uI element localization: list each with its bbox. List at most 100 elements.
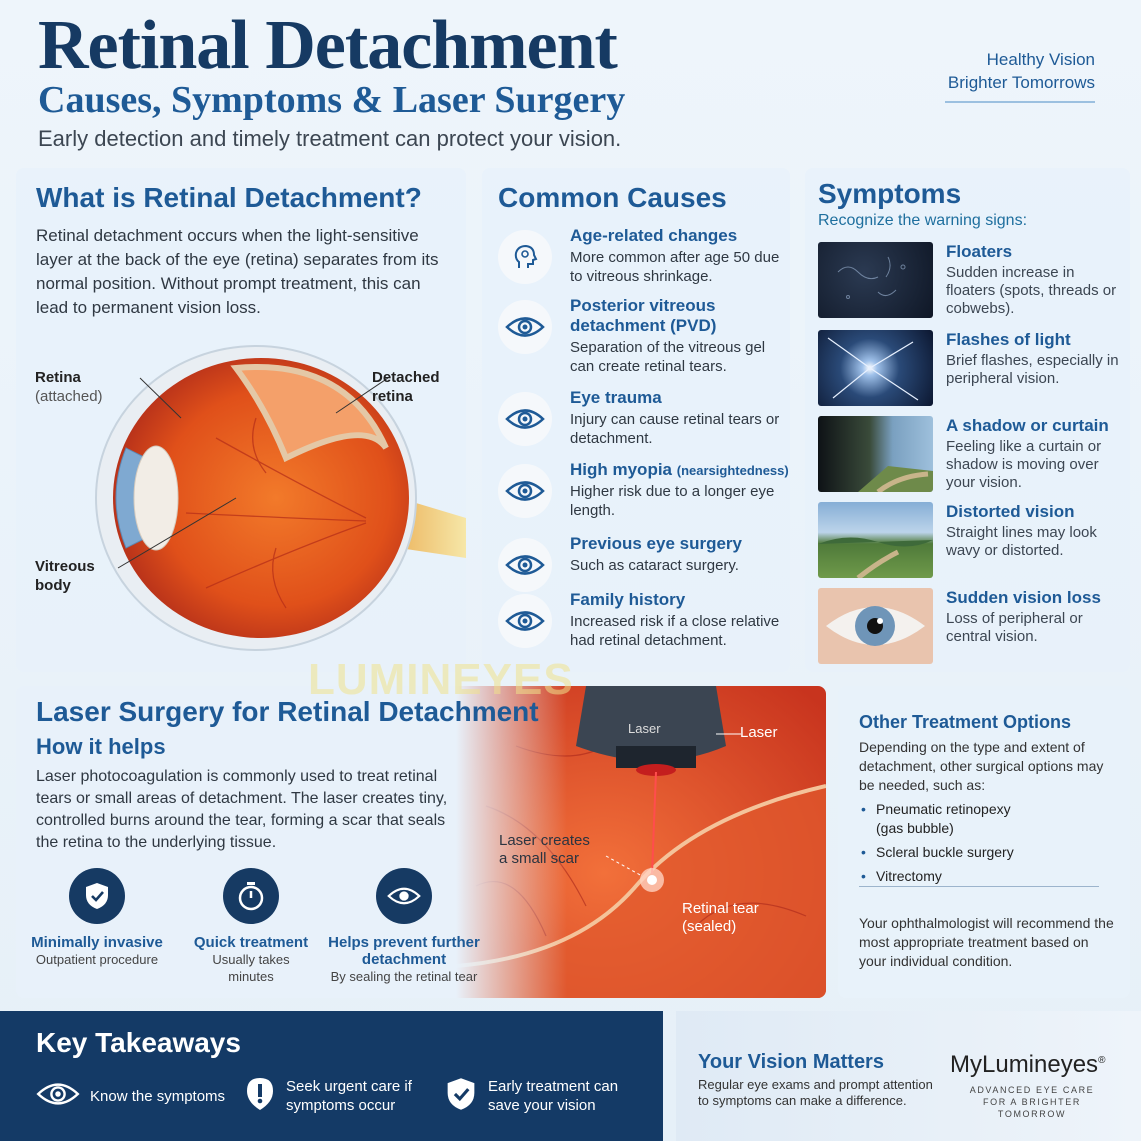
cause-desc: More common after age 50 due to vitreous… bbox=[570, 249, 780, 285]
page-tagline: Early detection and timely treatment can… bbox=[38, 126, 622, 151]
alert-icon bbox=[244, 1076, 276, 1117]
eye-icon bbox=[498, 300, 552, 354]
benefit-desc: By sealing the retinal tear bbox=[330, 969, 478, 984]
laser-procedure-illustration bbox=[456, 686, 826, 998]
takeaway-label: Know the symptoms bbox=[90, 1087, 226, 1105]
cause-desc: Higher risk due to a longer eye length. bbox=[570, 483, 775, 519]
symptoms-heading: Symptoms bbox=[818, 178, 962, 209]
cause-title: Eye trauma bbox=[570, 388, 662, 407]
art-label-tear: Retinal tear(sealed) bbox=[682, 900, 759, 935]
laser-body: Laser photocoagulation is commonly used … bbox=[36, 768, 448, 851]
laser-device-label: Laser bbox=[628, 721, 661, 736]
other-desc: Depending on the type and extent of deta… bbox=[859, 739, 1104, 793]
flash-thumbnail bbox=[818, 330, 933, 406]
symptom-desc: Sudden increase in floaters (spots, thre… bbox=[946, 264, 1117, 317]
benefit-desc: Outpatient procedure bbox=[35, 952, 159, 967]
laser-heading: Laser Surgery for Retinal Detachment bbox=[36, 696, 539, 727]
benefit-title: Quick treatment bbox=[193, 934, 309, 951]
eye-icon bbox=[498, 392, 552, 446]
symptom-desc: Feeling like a curtain or shadow is movi… bbox=[946, 438, 1102, 491]
divider bbox=[859, 886, 1099, 887]
benefit-item: Helps prevent further detachment By seal… bbox=[319, 868, 489, 985]
takeaway-label: Early treatment can save your vision bbox=[488, 1078, 619, 1114]
page-title: Retinal Detachment bbox=[38, 7, 618, 84]
eye-cross-section-illustration bbox=[95, 345, 466, 651]
shield-check-icon bbox=[69, 868, 125, 924]
vision-body: Regular eye exams and prompt attention t… bbox=[698, 1077, 933, 1108]
other-heading: Other Treatment Options bbox=[859, 712, 1072, 732]
benefit-desc: Usually takes minutes bbox=[212, 952, 290, 984]
stopwatch-icon bbox=[223, 868, 279, 924]
takeaway-item: Early treatment can save your vision bbox=[444, 1071, 628, 1121]
label-retina: Retina(attached) bbox=[35, 369, 103, 405]
symptom-item: Sudden vision loss Loss of peripheral or… bbox=[818, 588, 1123, 666]
brand-logo-tagline: ADVANCED EYE CARE FOR A BRIGHTER TOMORRO… bbox=[969, 1085, 1095, 1119]
brand-divider bbox=[945, 101, 1095, 103]
vision-heading: Your Vision Matters bbox=[698, 1051, 884, 1073]
cause-title: Age-related changes bbox=[570, 226, 738, 245]
takeaway-item: Know the symptoms bbox=[36, 1071, 225, 1121]
brand-slogan-line1: Healthy Vision bbox=[986, 50, 1095, 69]
cause-item: Age-related changes More common after ag… bbox=[498, 226, 788, 288]
symptom-title: A shadow or curtain bbox=[946, 416, 1109, 435]
cause-desc: Separation of the vitreous gel can creat… bbox=[570, 339, 766, 375]
brand-slogan: Healthy Vision Brighter Tomorrows bbox=[948, 48, 1095, 94]
symptom-title: Distorted vision bbox=[946, 502, 1075, 521]
benefit-item: Minimally invasive Outpatient procedure bbox=[22, 868, 172, 968]
vision-matters-section: Your Vision Matters Regular eye exams an… bbox=[676, 1011, 1141, 1141]
cause-title: High myopia (nearsightedness) bbox=[570, 460, 789, 479]
eye-icon bbox=[498, 538, 552, 592]
brand-slogan-line2: Brighter Tomorrows bbox=[947, 73, 1095, 92]
page-subtitle: Causes, Symptoms & Laser Surgery bbox=[38, 79, 626, 121]
cause-title: Family history bbox=[570, 590, 686, 609]
causes-section: Common Causes Age-related changes More c… bbox=[482, 168, 790, 672]
art-label-laser: Laser bbox=[740, 724, 778, 741]
cause-title: Previous eye surgery bbox=[570, 534, 742, 553]
cause-title: Posterior vitreous detachment (PVD) bbox=[570, 296, 717, 335]
takeaway-label: Seek urgent care if symptoms occur bbox=[286, 1078, 412, 1114]
cause-item: Family history Increased risk if a close… bbox=[498, 590, 788, 652]
benefit-title: Minimally invasive bbox=[31, 934, 163, 951]
symptom-desc: Loss of peripheral or central vision. bbox=[946, 610, 1083, 645]
symptom-item: Flashes of light Brief flashes, especial… bbox=[818, 330, 1123, 408]
benefit-title: Helps prevent further detachment bbox=[328, 934, 480, 968]
distorted-thumbnail bbox=[818, 502, 933, 578]
what-is-heading: What is Retinal Detachment? bbox=[36, 182, 422, 213]
symptom-desc: Straight lines may look wavy or distorte… bbox=[946, 524, 1097, 559]
other-note: Your ophthalmologist will recommend the … bbox=[859, 915, 1114, 969]
eye-closeup-thumbnail bbox=[818, 588, 933, 664]
treatment-list: Pneumatic retinopexy (gas bubble) Sclera… bbox=[859, 800, 1119, 891]
head-profile-icon bbox=[498, 230, 552, 284]
brand-logo: MyLumineyes® bbox=[950, 1051, 1106, 1078]
symptoms-lead: Recognize the warning signs: bbox=[818, 212, 1028, 229]
floaters-thumbnail bbox=[818, 242, 933, 318]
symptom-title: Floaters bbox=[946, 242, 1013, 261]
benefit-item: Quick treatment Usually takes minutes bbox=[176, 868, 326, 985]
symptom-title: Flashes of light bbox=[946, 330, 1071, 349]
symptom-item: Distorted vision Straight lines may look… bbox=[818, 502, 1123, 580]
takeaway-item: Seek urgent care if symptoms occur bbox=[244, 1071, 416, 1121]
cause-desc: Such as cataract surgery. bbox=[570, 557, 739, 574]
symptom-item: A shadow or curtain Feeling like a curta… bbox=[818, 416, 1123, 494]
shadow-curtain-thumbnail bbox=[818, 416, 933, 492]
eye-icon bbox=[376, 868, 432, 924]
key-takeaways-section: Key Takeaways Know the symptoms Seek urg… bbox=[0, 1011, 663, 1141]
what-is-section: What is Retinal Detachment? Retinal deta… bbox=[16, 168, 466, 672]
eye-icon bbox=[498, 594, 552, 648]
causes-heading: Common Causes bbox=[498, 182, 727, 213]
symptom-desc: Brief flashes, especially in peripheral … bbox=[946, 352, 1119, 387]
cause-desc: Injury can cause retinal tears or detach… bbox=[570, 411, 780, 447]
cause-item: Posterior vitreous detachment (PVD) Sepa… bbox=[498, 296, 788, 376]
cause-item: Previous eye surgery Such as cataract su… bbox=[498, 534, 788, 592]
cause-item: High myopia (nearsightedness) Higher ris… bbox=[498, 460, 789, 522]
eye-icon bbox=[36, 1081, 80, 1112]
eye-icon bbox=[498, 464, 552, 518]
symptom-item: Floaters Sudden increase in floaters (sp… bbox=[818, 242, 1123, 320]
laser-subheading: How it helps bbox=[36, 734, 166, 759]
symptom-title: Sudden vision loss bbox=[946, 588, 1101, 607]
takeaways-heading: Key Takeaways bbox=[36, 1027, 241, 1058]
